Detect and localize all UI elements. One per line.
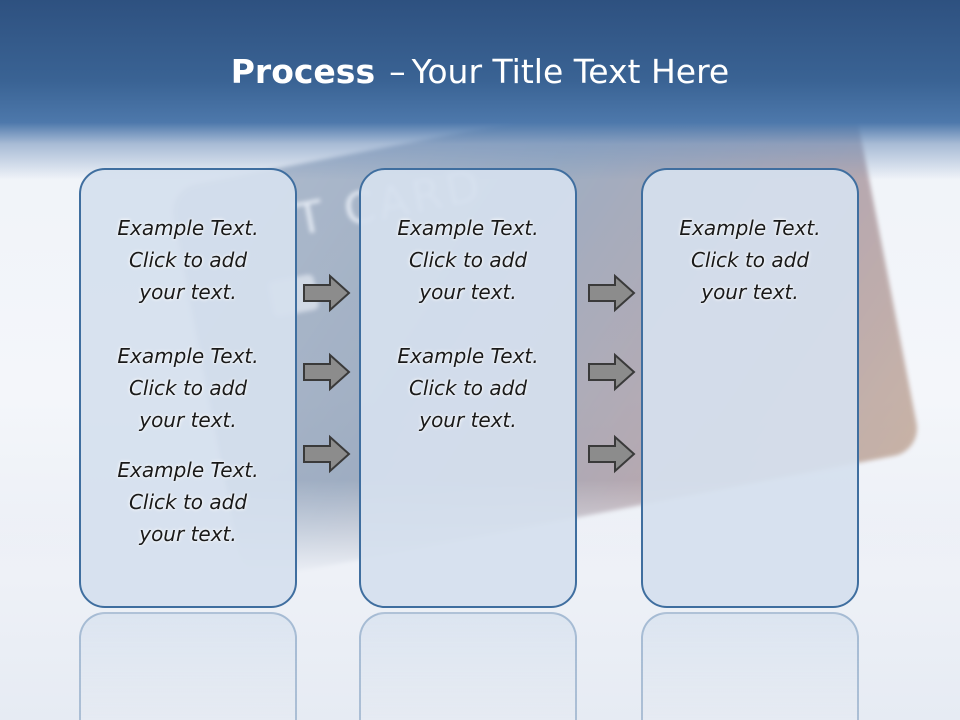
box-reflection xyxy=(641,612,859,720)
title-bold: Process xyxy=(230,52,376,91)
text-block[interactable]: Example Text. Click to add your text. xyxy=(88,212,288,308)
text-block[interactable]: Example Text. Click to add your text. xyxy=(650,212,850,308)
right-arrow-icon[interactable] xyxy=(302,434,352,474)
right-arrow-icon[interactable] xyxy=(302,352,352,392)
slide-title[interactable]: Process–Your Title Text Here xyxy=(0,52,960,91)
right-arrow-icon[interactable] xyxy=(587,434,637,474)
text-block[interactable]: Example Text. Click to add your text. xyxy=(88,340,288,436)
text-line: Example Text. xyxy=(397,344,539,368)
box-reflection xyxy=(79,612,297,720)
right-arrow-icon[interactable] xyxy=(587,352,637,392)
title-rest: Your Title Text Here xyxy=(411,52,730,91)
title-separator: – xyxy=(389,52,406,91)
text-line: your text. xyxy=(701,280,799,304)
text-line: Click to add xyxy=(408,248,528,272)
text-line: Click to add xyxy=(128,248,248,272)
box-reflection xyxy=(359,612,577,720)
text-line: Example Text. xyxy=(117,344,259,368)
text-line: your text. xyxy=(139,522,237,546)
text-line: Example Text. xyxy=(117,458,259,482)
text-block[interactable]: Example Text. Click to add your text. xyxy=(368,212,568,308)
text-line: Click to add xyxy=(408,376,528,400)
header-band xyxy=(0,0,960,180)
process-box-1[interactable]: Example Text. Click to add your text. Ex… xyxy=(79,168,297,608)
text-block[interactable]: Example Text. Click to add your text. xyxy=(88,454,288,550)
text-line: Click to add xyxy=(690,248,810,272)
text-line: your text. xyxy=(139,280,237,304)
text-line: your text. xyxy=(419,408,517,432)
text-line: your text. xyxy=(139,408,237,432)
text-line: your text. xyxy=(419,280,517,304)
text-block[interactable]: Example Text. Click to add your text. xyxy=(368,340,568,436)
text-line: Click to add xyxy=(128,490,248,514)
text-line: Click to add xyxy=(128,376,248,400)
right-arrow-icon[interactable] xyxy=(302,273,352,313)
text-line: Example Text. xyxy=(397,216,539,240)
text-line: Example Text. xyxy=(679,216,821,240)
process-box-2[interactable]: Example Text. Click to add your text. Ex… xyxy=(359,168,577,608)
text-line: Example Text. xyxy=(117,216,259,240)
process-box-3[interactable]: Example Text. Click to add your text. xyxy=(641,168,859,608)
right-arrow-icon[interactable] xyxy=(587,273,637,313)
